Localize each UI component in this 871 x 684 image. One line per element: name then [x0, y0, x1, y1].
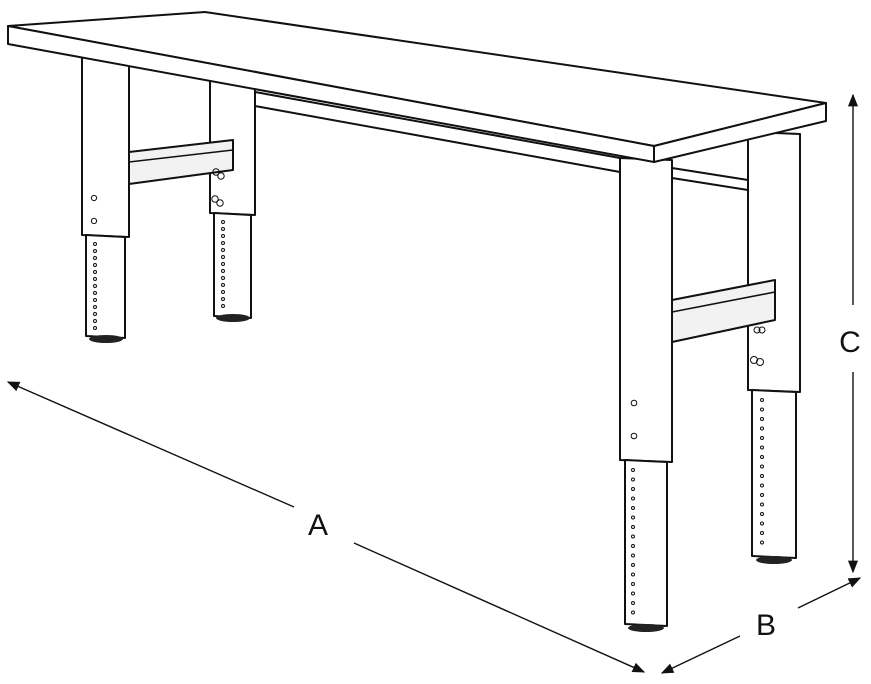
- adjustment-hole: [760, 407, 764, 412]
- adjustment-hole: [631, 525, 635, 529]
- adjustment-hole: [760, 445, 764, 450]
- adjustment-hole: [93, 263, 97, 267]
- dimension-a-label: A: [308, 509, 328, 542]
- adjustment-hole: [760, 436, 764, 440]
- adjustment-hole: [221, 227, 225, 231]
- adjustment-hole: [760, 521, 764, 526]
- adjustment-hole: [631, 534, 635, 539]
- adjustment-hole: [221, 290, 225, 294]
- leveling-foot-icon: [216, 314, 250, 322]
- adjustment-hole: [631, 591, 635, 596]
- adjustment-hole: [221, 276, 225, 280]
- adjustment-hole: [760, 474, 764, 478]
- adjustment-hole: [93, 256, 97, 260]
- dimension-c-label: C: [839, 326, 861, 359]
- dimension-b-line-left: [660, 635, 741, 674]
- adjustment-hole: [93, 291, 97, 295]
- adjustment-hole: [93, 305, 97, 309]
- adjustment-hole: [760, 483, 764, 488]
- back-left-leg: [209, 77, 256, 322]
- adjustment-hole: [631, 544, 635, 548]
- adjustment-hole: [221, 283, 225, 287]
- adjustment-hole: [221, 269, 225, 273]
- adjustment-hole: [631, 487, 635, 491]
- dimension-a-line-upper: [6, 381, 295, 508]
- table-top: [7, 11, 827, 163]
- adjustment-hole: [221, 262, 225, 266]
- adjustment-hole: [221, 255, 225, 259]
- adjustment-hole: [221, 220, 225, 224]
- dimension-a-line-lower: [353, 542, 646, 673]
- adjustment-hole: [760, 502, 764, 507]
- adjustment-hole: [631, 572, 635, 577]
- adjustment-hole: [760, 531, 764, 535]
- wing-bolt-icon: [211, 168, 225, 207]
- adjustment-hole: [631, 506, 635, 510]
- adjustment-hole: [760, 464, 764, 469]
- adjustment-hole: [631, 610, 635, 615]
- adjustment-hole: [631, 496, 635, 501]
- dimension-b-label: B: [756, 609, 776, 642]
- front-right-leg: [619, 157, 673, 632]
- adjustment-hole: [760, 512, 764, 516]
- adjustment-hole: [760, 493, 764, 497]
- adjustment-hole: [631, 477, 635, 482]
- wing-bolt-icon: [750, 326, 766, 366]
- adjustment-hole: [221, 304, 225, 308]
- left-side-stretcher: [128, 139, 234, 185]
- adjustment-hole: [93, 249, 97, 253]
- dimension-b-line-right: [797, 577, 862, 609]
- adjustment-hole: [760, 417, 764, 421]
- adjustment-hole: [221, 241, 225, 245]
- adjustment-hole: [93, 242, 97, 246]
- adjustment-holes: [93, 220, 764, 615]
- adjustment-hole: [631, 582, 635, 586]
- adjustment-hole: [760, 540, 764, 545]
- right-side-stretcher: [671, 167, 776, 343]
- adjustment-hole: [93, 312, 97, 316]
- leveling-foot-icon: [756, 556, 792, 564]
- adjustment-hole: [221, 234, 225, 238]
- adjustment-hole: [221, 248, 225, 252]
- adjustment-hole: [631, 601, 635, 605]
- adjustment-hole: [93, 277, 97, 281]
- adjustment-hole: [93, 326, 97, 330]
- adjustment-hole: [93, 270, 97, 274]
- leveling-foot-icon: [89, 335, 123, 343]
- leveling-foot-icon: [628, 624, 664, 632]
- adjustment-hole: [631, 515, 635, 520]
- adjustment-hole: [760, 455, 764, 459]
- front-left-leg: [81, 54, 130, 343]
- adjustment-hole: [631, 563, 635, 567]
- adjustment-hole: [93, 298, 97, 302]
- adjustment-hole: [631, 468, 635, 472]
- adjustment-hole: [221, 297, 225, 301]
- adjustment-hole: [631, 553, 635, 558]
- back-right-leg: [747, 131, 801, 564]
- adjustment-hole: [93, 284, 97, 288]
- adjustment-hole: [760, 426, 764, 431]
- adjustment-hole: [93, 319, 97, 323]
- adjustment-hole: [760, 398, 764, 402]
